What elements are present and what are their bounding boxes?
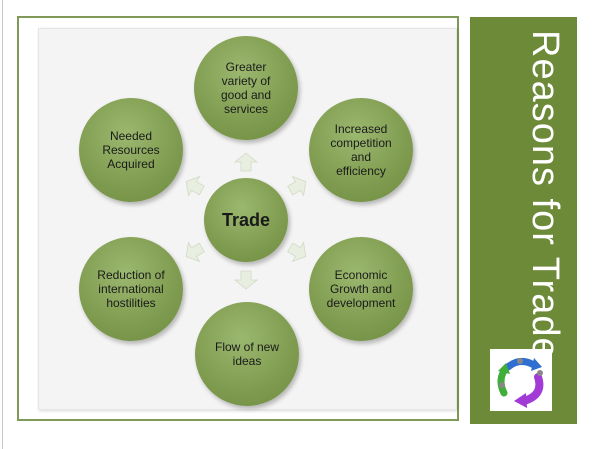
node-reduction-hostilities: Reduction of international hostilities — [79, 237, 183, 341]
arrow-upper-left-icon — [185, 175, 205, 197]
node-label: Needed Resources Acquired — [102, 129, 160, 171]
node-label: Greater variety of good and services — [220, 60, 272, 116]
arrow-lower-left-icon — [185, 241, 205, 263]
node-center-trade: Trade — [204, 178, 288, 262]
logo-box — [490, 349, 552, 411]
node-economic-growth: Economic Growth and development — [309, 237, 413, 341]
node-greater-variety: Greater variety of good and services — [194, 36, 298, 140]
node-label: Reduction of international hostilities — [97, 268, 165, 310]
center-label: Trade — [221, 210, 271, 230]
node-label: Flow of new ideas — [214, 340, 280, 368]
node-label: Economic Growth and development — [326, 268, 396, 310]
arrow-lower-right-icon — [287, 241, 307, 263]
sidebar-title: Reasons for Trade — [524, 30, 566, 360]
cycle-arrows-icon — [497, 358, 544, 408]
arrow-upper-right-icon — [287, 175, 307, 197]
arrow-up-icon — [234, 152, 258, 172]
arrow-down-icon — [234, 270, 258, 290]
left-edge-rule — [2, 0, 3, 449]
node-needed-resources: Needed Resources Acquired — [79, 98, 183, 202]
node-flow-of-ideas: Flow of new ideas — [195, 302, 299, 406]
node-label: Increased competition and efficiency — [330, 122, 392, 178]
node-increased-competition: Increased competition and efficiency — [309, 98, 413, 202]
